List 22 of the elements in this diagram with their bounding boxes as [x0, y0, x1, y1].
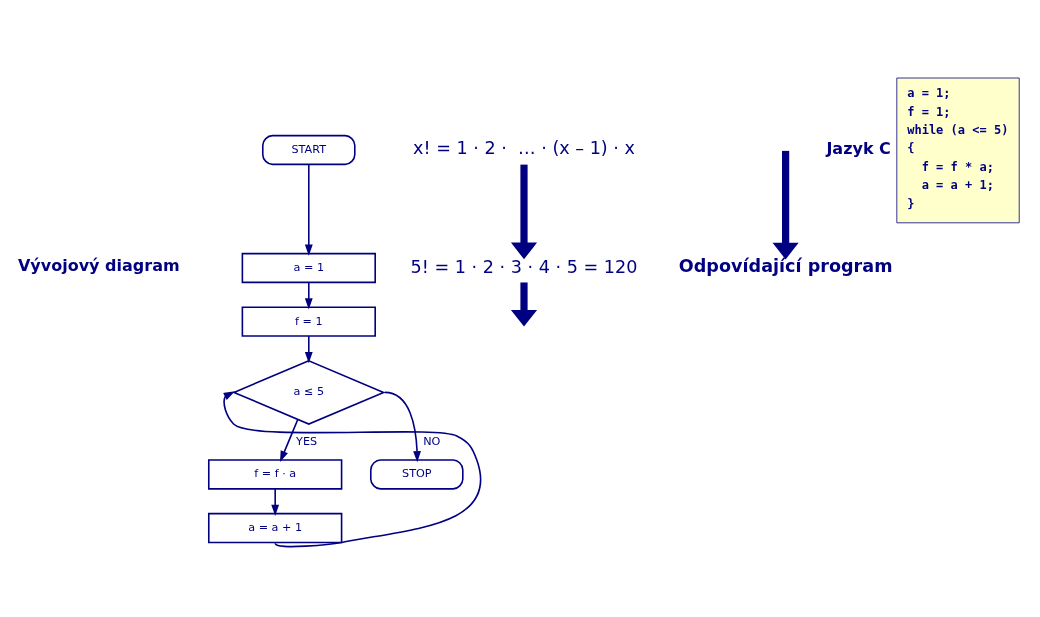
arrow — [304, 163, 313, 256]
arrow — [510, 281, 538, 327]
node-box: a = 1 — [241, 252, 376, 283]
node-box: f = 1 — [241, 305, 376, 337]
node-box: f = f · a — [208, 458, 343, 490]
node-text: Odpovídající program — [678, 255, 893, 276]
edge-label: NO — [423, 434, 441, 448]
arrow — [280, 418, 299, 462]
arrow — [223, 390, 482, 547]
arrow — [384, 391, 421, 462]
node-box: STOP — [370, 458, 464, 490]
node-label: Jazyk C — [826, 138, 891, 158]
arrow — [304, 334, 313, 363]
node-box: a = a + 1 — [208, 512, 343, 543]
arrow — [304, 281, 313, 309]
arrow — [271, 487, 280, 516]
node-box: START — [261, 134, 356, 165]
label: Vývojový diagram — [17, 255, 180, 275]
edge-label: YES — [296, 434, 318, 448]
node-diamond: a ≤ 5 — [231, 359, 386, 425]
node-text: x! = 1 · 2 · … · (x – 1) · x — [413, 137, 635, 158]
node-text: 5! = 1 · 2 · 3 · 4 · 5 = 120 — [410, 255, 638, 276]
